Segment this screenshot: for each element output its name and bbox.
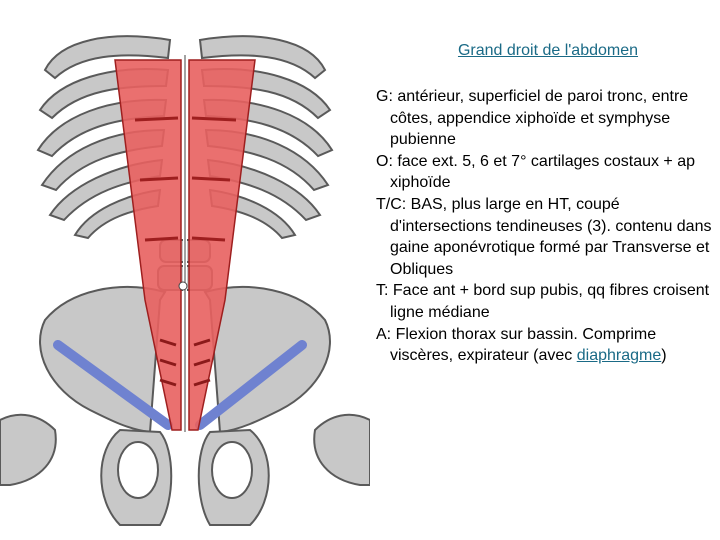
rectus-abdominis-muscle	[114, 59, 256, 431]
right-inguinal-ligament	[195, 340, 307, 430]
right-rectus	[188, 59, 256, 431]
description-item-a-close: )	[661, 347, 667, 365]
description-text: G: antérieur, superficiel de paroi tronc…	[376, 86, 716, 367]
diaphragme-link[interactable]: diaphragme	[576, 347, 662, 365]
inguinal-ligaments	[53, 340, 307, 430]
anatomy-figure	[0, 35, 370, 526]
femur-heads	[0, 413, 370, 486]
left-inguinal-ligament	[53, 340, 173, 430]
description-item-o: O: face ext. 5, 6 et 7° cartilages costa…	[376, 152, 696, 192]
description-item-t: T: Face ant + bord sup pubis, qq fibres …	[376, 282, 710, 321]
left-rectus	[114, 59, 182, 431]
description-item-g: G: antérieur, superficiel de paroi tronc…	[376, 88, 689, 149]
umbilicus	[178, 281, 188, 291]
description-item-a: A: Flexion thorax sur bassin. Comprime v…	[376, 324, 716, 367]
slide-title: Grand droit de l'abdomen	[457, 42, 639, 59]
description-item-tc: T/C: BAS, plus large en HT, coupé d'inte…	[376, 195, 712, 278]
linea-alba	[178, 55, 188, 432]
description-item-a-text: A: Flexion thorax sur bassin. Comprime v…	[376, 325, 657, 365]
